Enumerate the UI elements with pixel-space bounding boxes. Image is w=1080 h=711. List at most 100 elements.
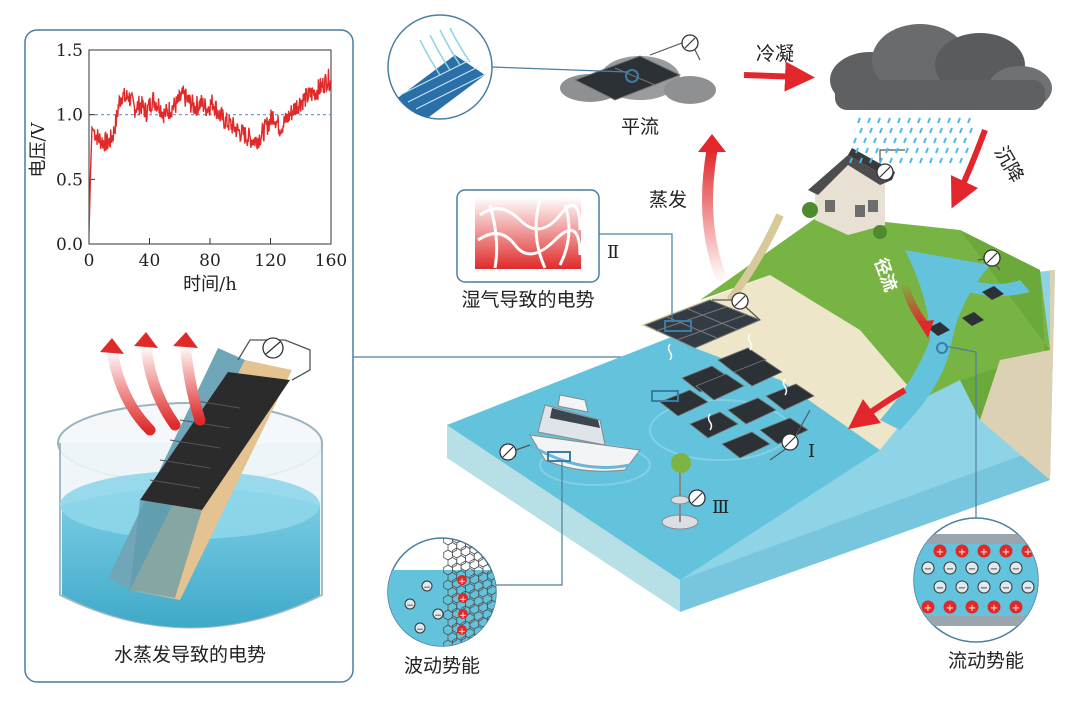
svg-text:−: − bbox=[416, 625, 424, 635]
raindrop bbox=[883, 137, 887, 144]
raindrop bbox=[929, 157, 933, 164]
river-devices bbox=[928, 249, 1004, 354]
svg-text:+: + bbox=[980, 547, 988, 558]
raindrop bbox=[939, 157, 943, 164]
svg-text:+: + bbox=[459, 595, 467, 605]
graphene-hex bbox=[482, 639, 493, 646]
graphene-hex bbox=[482, 538, 493, 545]
raindrop bbox=[857, 117, 861, 124]
raindrop bbox=[949, 127, 953, 134]
moisture-potential-label: 湿气导致的电势 bbox=[461, 289, 594, 311]
positive-ion bbox=[955, 544, 969, 558]
raindrop bbox=[935, 147, 939, 154]
moisture-inset: Ⅱ bbox=[456, 189, 673, 322]
svg-text:+: + bbox=[458, 627, 466, 637]
raindrop bbox=[925, 147, 929, 154]
raindrop bbox=[965, 147, 969, 154]
x-tick-label: 40 bbox=[139, 251, 161, 271]
x-tick-label: 80 bbox=[199, 251, 221, 271]
chart-plot-area bbox=[88, 49, 332, 245]
graphene-hex bbox=[491, 607, 496, 618]
advection-detail-magnifier bbox=[387, 14, 629, 120]
rain-icon bbox=[849, 117, 973, 164]
svg-text:−: − bbox=[423, 583, 431, 593]
raindrop bbox=[873, 137, 877, 144]
svg-text:−: − bbox=[406, 601, 414, 611]
svg-text:−: − bbox=[946, 564, 954, 575]
raindrop bbox=[893, 137, 897, 144]
graphene-hex bbox=[486, 629, 496, 641]
y-tick-label: 1.0 bbox=[56, 106, 83, 126]
positive-ion bbox=[977, 544, 991, 558]
svg-text:+: + bbox=[1012, 603, 1020, 614]
graphene-hex bbox=[491, 538, 496, 543]
raindrop bbox=[909, 157, 913, 164]
svg-text:−: − bbox=[968, 564, 976, 575]
floating-panels-icon bbox=[651, 333, 815, 461]
svg-text:+: + bbox=[958, 547, 966, 558]
raindrop bbox=[865, 147, 869, 154]
graphene-hex bbox=[456, 645, 466, 646]
raindrop bbox=[853, 137, 857, 144]
raindrop bbox=[919, 127, 923, 134]
raindrop bbox=[905, 147, 909, 154]
graphene-hex bbox=[491, 592, 496, 603]
svg-text:+: + bbox=[946, 603, 954, 614]
svg-text:−: − bbox=[1012, 564, 1020, 575]
flow-energy-magnifier: +++++−−−−−−−−−−+++++ bbox=[913, 345, 1039, 643]
raindrop bbox=[885, 147, 889, 154]
negative-ion bbox=[977, 580, 991, 594]
negative-ion bbox=[965, 561, 979, 575]
raindrop bbox=[923, 137, 927, 144]
raindrop bbox=[967, 117, 971, 124]
svg-text:−: − bbox=[936, 583, 944, 594]
x-tick-label: 160 bbox=[315, 251, 347, 271]
small-cloud-icon bbox=[560, 34, 716, 104]
positive-ion bbox=[933, 544, 947, 558]
roman-2-label: Ⅱ bbox=[607, 242, 619, 263]
raindrop bbox=[913, 137, 917, 144]
svg-text:+: + bbox=[458, 577, 466, 587]
raindrop bbox=[939, 127, 943, 134]
raindrop bbox=[855, 147, 859, 154]
svg-text:+: + bbox=[968, 603, 976, 614]
positive-ion bbox=[943, 600, 957, 614]
x-tick-label: 0 bbox=[84, 251, 95, 271]
raindrop bbox=[917, 117, 921, 124]
raindrop bbox=[907, 117, 911, 124]
raindrop bbox=[887, 117, 891, 124]
negative-ion bbox=[1021, 580, 1035, 594]
raindrop bbox=[909, 127, 913, 134]
raindrop bbox=[919, 157, 923, 164]
raindrop bbox=[957, 117, 961, 124]
graphene-hex bbox=[491, 562, 496, 573]
raindrop bbox=[945, 147, 949, 154]
raindrop bbox=[849, 157, 853, 164]
positive-ion bbox=[921, 600, 935, 614]
negative-ion bbox=[999, 580, 1013, 594]
y-ticks: 0.00.51.01.5 bbox=[56, 41, 95, 255]
condense-label: 冷凝 bbox=[756, 43, 794, 65]
svg-text:−: − bbox=[924, 564, 932, 575]
raindrop bbox=[859, 127, 863, 134]
negative-ion bbox=[933, 580, 947, 594]
wave-energy-label: 波动势能 bbox=[404, 655, 480, 677]
raindrop bbox=[879, 157, 883, 164]
raindrop bbox=[949, 157, 953, 164]
raindrop bbox=[903, 137, 907, 144]
positive-ion bbox=[1009, 600, 1023, 614]
raindrop bbox=[867, 117, 871, 124]
graphene-hex bbox=[473, 538, 484, 547]
raindrop bbox=[959, 157, 963, 164]
raindrop bbox=[933, 137, 937, 144]
svg-text:−: − bbox=[980, 583, 988, 594]
graphene-hex bbox=[469, 538, 480, 540]
negative-ion bbox=[921, 561, 935, 575]
y-axis-label: 电压/V bbox=[28, 121, 49, 177]
svg-text:+: + bbox=[1024, 547, 1032, 558]
cloud-icon bbox=[830, 24, 1052, 110]
roman-1-label: Ⅰ bbox=[808, 441, 815, 462]
svg-text:+: + bbox=[924, 603, 932, 614]
svg-text:+: + bbox=[990, 603, 998, 614]
